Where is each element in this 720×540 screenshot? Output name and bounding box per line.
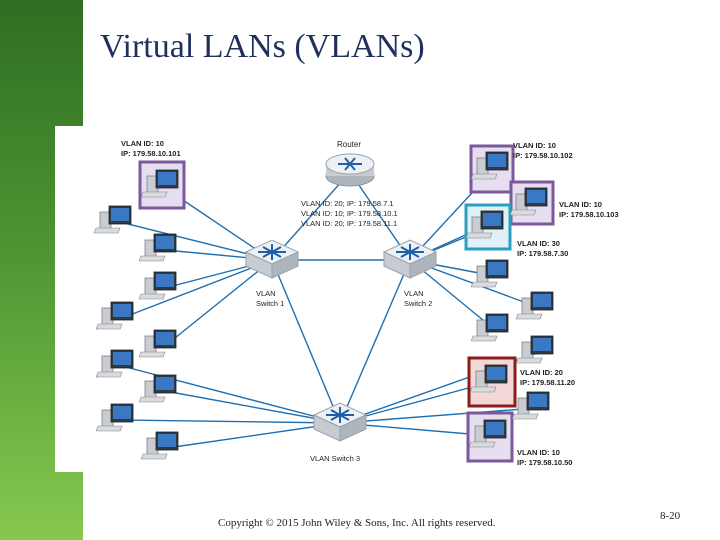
network-link [166, 422, 341, 449]
workstation[interactable] [511, 391, 550, 420]
workstation[interactable] [470, 313, 509, 342]
vlan-switch-2[interactable] [383, 239, 437, 279]
vlan-switch-3[interactable] [313, 402, 367, 442]
network-link [339, 259, 411, 424]
host-ip-label: IP: 179.58.10.50 [517, 458, 572, 467]
network-link [271, 259, 341, 424]
vlan-switch-1[interactable] [245, 239, 299, 279]
workstation[interactable] [95, 403, 134, 432]
workstation[interactable] [515, 335, 554, 364]
switch-1-label: Switch 1 [256, 299, 284, 308]
switch-2-label: Switch 2 [404, 299, 432, 308]
host-vlan-label: VLAN ID: 10 [559, 200, 602, 209]
title-area [83, 0, 720, 126]
host-ip-label: IP: 179.58.10.103 [559, 210, 619, 219]
slide-title: Virtual LANs (VLANs) [100, 28, 425, 65]
router-config-line: VLAN ID: 20; IP: 179.58.7.1 [301, 199, 394, 208]
network-link [121, 259, 273, 319]
vlan-network-diagram: Router VLAN ID: 20; IP: 179.58.7.1 VLAN … [93, 139, 619, 467]
router-label: Router [337, 140, 361, 149]
host-vlan-label: VLAN ID: 10 [513, 141, 556, 150]
switch-3-label: VLAN Switch 3 [310, 454, 360, 463]
host-ip-label: IP: 179.58.10.102 [513, 151, 573, 160]
host-ip-label: IP: 179.58.10.101 [121, 149, 181, 158]
router-icon[interactable] [325, 153, 375, 187]
workstation[interactable] [138, 329, 177, 358]
switch-2-label: VLAN [404, 289, 424, 298]
page-number: 8-20 [660, 510, 681, 522]
host-ip-label: IP: 179.58.11.20 [520, 378, 575, 387]
router-config-line: VLAN ID: 20; IP: 179.58.11.1 [301, 219, 397, 228]
network-link [164, 390, 341, 424]
workstation[interactable] [138, 271, 177, 300]
switch-1-label: VLAN [256, 289, 276, 298]
host-vlan-label: VLAN ID: 10 [121, 139, 164, 148]
workstation[interactable] [95, 349, 134, 378]
workstation[interactable] [138, 374, 177, 403]
workstation[interactable] [138, 233, 177, 262]
workstation[interactable] [515, 291, 554, 320]
network-link [121, 419, 341, 424]
network-link [164, 259, 273, 347]
workstation[interactable] [140, 431, 179, 460]
host-vlan-label: VLAN ID: 30 [517, 239, 560, 248]
copyright-footer: Copyright © 2015 John Wiley & Sons, Inc.… [218, 517, 496, 529]
host-ip-label: IP: 179.58.7.30 [517, 249, 568, 258]
workstation[interactable] [95, 301, 134, 330]
router-config-line: VLAN ID: 10; IP: 179.58.10.1 [301, 209, 398, 218]
network-link [339, 407, 537, 424]
workstation[interactable] [93, 205, 132, 234]
host-vlan-label: VLAN ID: 10 [517, 448, 560, 457]
host-vlan-label: VLAN ID: 20 [520, 368, 563, 377]
diagram-panel: Router VLAN ID: 20; IP: 179.58.7.1 VLAN … [55, 126, 720, 472]
workstation[interactable] [470, 259, 509, 288]
network-link [271, 171, 351, 261]
